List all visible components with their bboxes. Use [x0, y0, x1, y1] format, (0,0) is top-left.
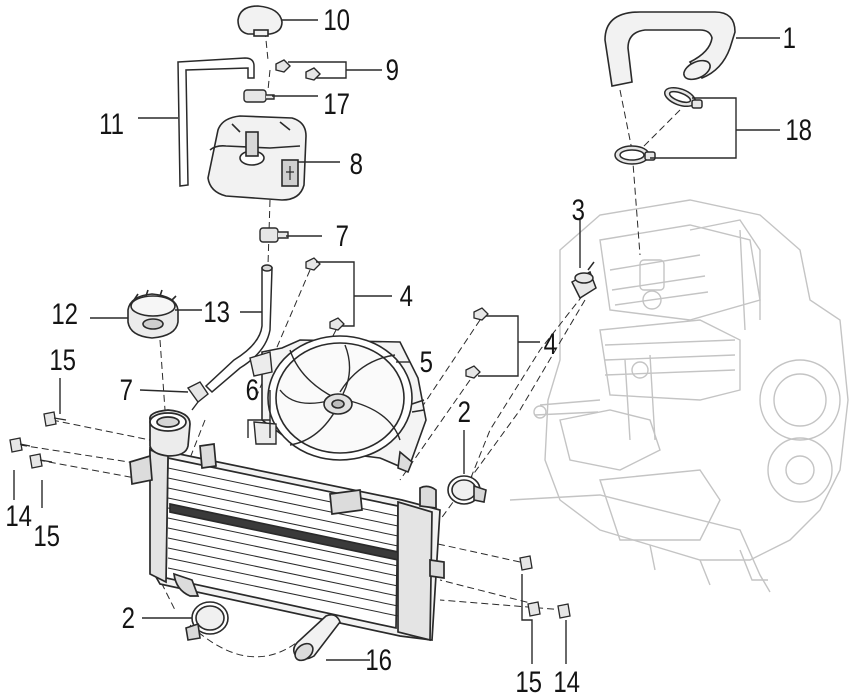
callout-14-right: 14	[553, 666, 581, 699]
part-clamps-2	[185, 475, 487, 641]
part-screws-4	[305, 257, 489, 379]
part-cooling-fan-5	[261, 335, 427, 474]
callout-2-upper: 2	[457, 396, 472, 429]
callout-16: 16	[365, 644, 393, 677]
part-overflow-tube-11	[177, 57, 255, 187]
callout-3: 3	[571, 194, 586, 227]
callout-15-right: 15	[515, 666, 543, 699]
callout-8: 8	[349, 148, 364, 181]
callout-18: 18	[785, 114, 813, 147]
part-sensor-3	[571, 261, 597, 300]
callout-11: 11	[99, 108, 125, 141]
callout-9: 9	[385, 54, 400, 87]
part-hose-fittings-7	[186, 227, 289, 411]
callout-10: 10	[323, 4, 351, 37]
callout-14-left: 14	[5, 500, 33, 533]
callout-15-upper: 15	[49, 344, 77, 377]
part-hose-16	[292, 614, 341, 662]
callout-7-upper: 7	[335, 220, 350, 253]
callout-2-lower: 2	[121, 602, 136, 635]
part-hose-1	[604, 11, 736, 87]
callout-17: 17	[323, 88, 351, 121]
callout-5: 5	[419, 346, 434, 379]
part-hose-clamps-18	[614, 86, 703, 165]
callout-6: 6	[245, 374, 260, 407]
part-radiator-cap-12	[127, 289, 179, 339]
callout-7-lower: 7	[119, 374, 134, 407]
callout-1: 1	[782, 22, 797, 55]
part-bolts-14-15	[9, 411, 571, 619]
callout-15-left: 15	[33, 520, 61, 553]
part-radiator	[129, 409, 445, 642]
callout-4-right: 4	[543, 328, 558, 361]
part-hose-13	[204, 264, 273, 394]
leader-lines	[13, 19, 780, 664]
part-fittings-9-17	[243, 59, 321, 103]
callout-4-left: 4	[399, 280, 414, 313]
part-coolant-reservoir-8	[207, 115, 307, 201]
callout-13: 13	[203, 296, 231, 329]
part-reservoir-cap-10	[237, 5, 283, 37]
engine-drawing	[509, 199, 849, 593]
callout-12: 12	[51, 298, 79, 331]
